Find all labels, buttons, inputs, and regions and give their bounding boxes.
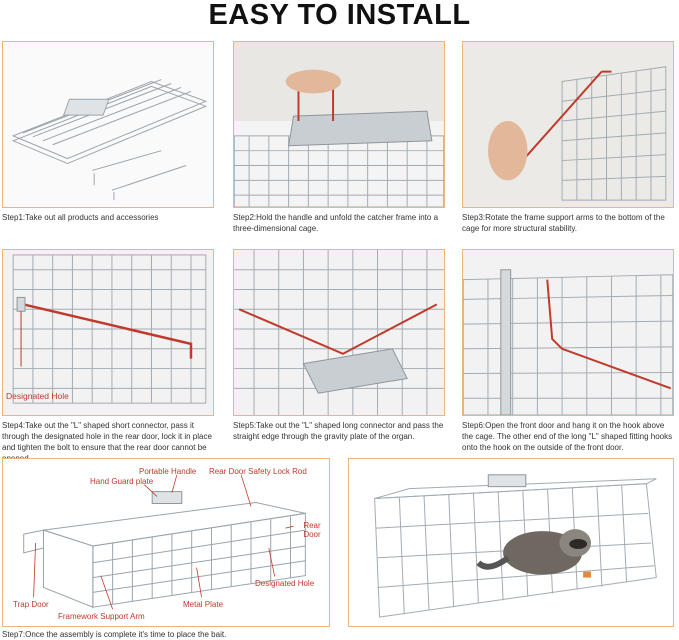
step7-photo bbox=[348, 458, 674, 627]
front-door-hook-illustration bbox=[463, 269, 673, 415]
rotate-support-illustration bbox=[487, 66, 667, 201]
step1-caption: Step1:Take out all products and accessor… bbox=[2, 213, 159, 222]
step6-caption: Step6:Open the front door and hang it on… bbox=[462, 421, 673, 452]
label-rear-door-safety-lock-rod: Rear Door Safety Lock Rod bbox=[209, 467, 307, 476]
step7-caption: Step7:Once the assembly is complete it's… bbox=[2, 630, 227, 639]
step3-caption: Step3:Rotate the frame support arms to t… bbox=[462, 213, 665, 233]
label-portable-handle: Portable Handle bbox=[139, 467, 197, 476]
step5-caption: Step5:Take out the "L" shaped long conne… bbox=[233, 421, 444, 441]
folded-cage-illustration bbox=[11, 79, 208, 201]
step7-diagram: Portable Handle Hand Guard plate Rear Do… bbox=[2, 458, 330, 627]
short-connector-illustration bbox=[12, 254, 207, 404]
step3-photo bbox=[462, 41, 674, 208]
unfold-cage-illustration bbox=[234, 69, 444, 207]
label-designated-hole: Designated Hole bbox=[255, 579, 315, 588]
label-rear-door: Rear Door bbox=[303, 521, 321, 539]
step2-photo bbox=[233, 41, 445, 208]
step2-caption: Step2:Hold the handle and unfold the cat… bbox=[233, 213, 439, 233]
label-trap-door: Trap Door bbox=[13, 600, 49, 609]
page-title: EASY TO INSTALL bbox=[208, 0, 471, 31]
step1-photo bbox=[2, 41, 214, 208]
step4-designated-hole-label: Designated Hole bbox=[6, 391, 69, 401]
step5-photo bbox=[233, 249, 445, 416]
raccoon-in-cage-illustration bbox=[374, 474, 657, 618]
label-framework-support-arm: Framework Support Arm bbox=[58, 612, 145, 621]
long-connector-illustration bbox=[234, 250, 444, 415]
step6-photo bbox=[462, 249, 674, 416]
labeled-cage-diagram bbox=[23, 474, 306, 610]
label-hand-guard-plate: Hand Guard plate bbox=[90, 477, 154, 486]
step4-photo: Designated Hole bbox=[2, 249, 214, 416]
label-metal-plate: Metal Plate bbox=[183, 600, 224, 609]
